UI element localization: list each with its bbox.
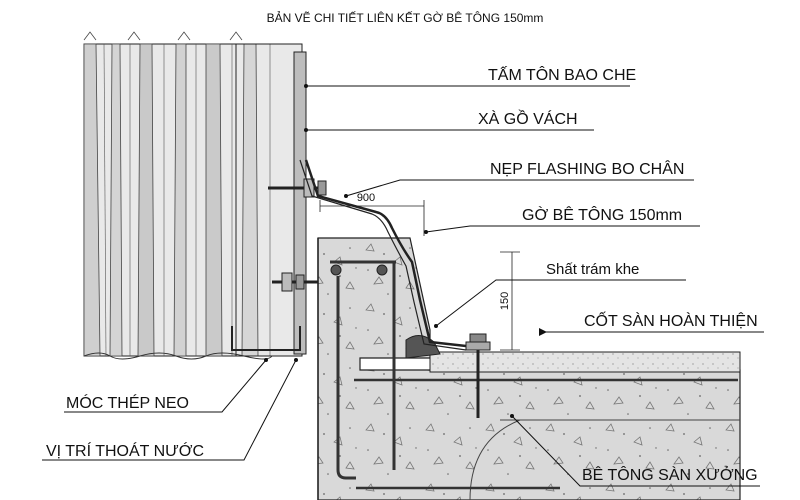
rebar (330, 260, 738, 490)
dimension-vertical (500, 251, 520, 351)
leaders-right (304, 84, 764, 487)
label-floor-slab: BÊ TÔNG SÀN XƯỞNG (582, 465, 758, 484)
label-concrete-curb: GỜ BÊ TÔNG 150mm (522, 205, 682, 224)
leaders-left (42, 358, 298, 461)
label-wall-purlin: XÀ GỒ VÁCH (478, 109, 578, 128)
finished-floor-screed (429, 351, 741, 373)
dimension-horizontal (319, 200, 425, 236)
label-finished-floor: CỐT SÀN HOÀN THIỆN (584, 310, 758, 330)
dimension-vertical-value: 150 (499, 292, 511, 310)
label-joint-sealant: Shất trám khe (546, 261, 639, 278)
dimension-horizontal-value: 900 (357, 192, 375, 204)
label-drain-location: VỊ TRÍ THOÁT NƯỚC (46, 441, 204, 460)
label-anchor-hook: MÓC THÉP NEO (66, 393, 189, 412)
base-flashing (299, 159, 467, 351)
label-cladding-sheet: TẤM TÔN BAO CHE (488, 65, 636, 84)
label-base-flashing: NẸP FLASHING BO CHÂN (490, 159, 684, 178)
cladding-sheet (83, 31, 303, 360)
drawing-title: BẢN VẼ CHI TIẾT LIÊN KẾT GỜ BÊ TÔNG 150m… (267, 10, 544, 25)
